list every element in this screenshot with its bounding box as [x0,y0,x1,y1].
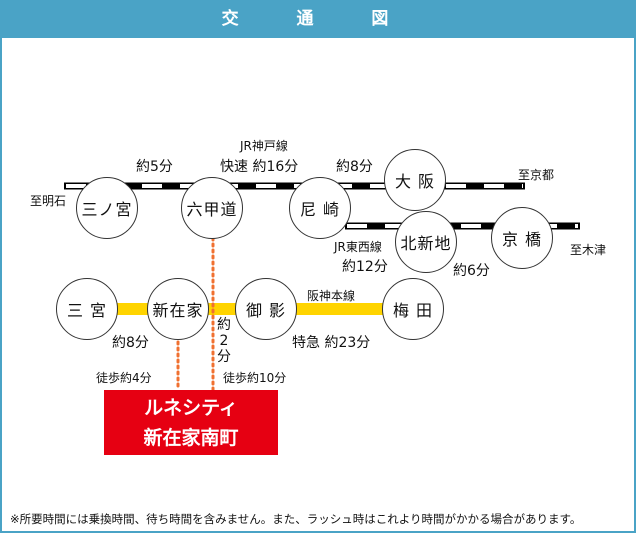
map-title: 交 通 図 [2,0,634,38]
time-label-part: 2 [219,333,229,349]
walk-time-rokkomichi: 徒歩約10分 [223,371,287,385]
direction-kizu: 至木津 [570,243,607,257]
time-label-vertical: 約 2 分 [217,317,231,365]
direction-akashi: 至明石 [30,194,67,208]
jr-tozai-line-label: JR東西線 [334,240,382,254]
station-umeda: 梅 田 [382,278,444,340]
time-label-part: 約 [217,317,231,333]
station-sannomiya-jr: 三ノ宮 [76,177,138,239]
destination-area: 新在家南町 [143,427,239,449]
time-label: 約8分 [112,335,149,351]
walk-time-shinzaike: 徒歩約4分 [96,371,152,385]
station-shinzaike: 新在家 [147,278,209,340]
time-label: 約5分 [136,159,173,175]
destination-box: ルネシティ 新在家南町 [104,390,278,455]
time-label: 約12分 [342,259,388,275]
station-osaka: 大 阪 [384,149,446,211]
station-kitashinchi: 北新地 [395,211,457,273]
hanshin-line-label: 阪神本線 [307,289,356,303]
time-label: 約8分 [336,159,373,175]
station-mikage: 御 影 [235,278,297,340]
footnote: ※所要時間には乗換時間、待ち時間を含みません。また、ラッシュ時はこれより時間がか… [10,512,582,526]
station-rokkomichi: 六甲道 [181,177,243,239]
destination-name: ルネシティ [144,397,238,419]
direction-kyoto: 至京都 [518,168,555,182]
station-kyobashi: 京 橋 [491,207,553,269]
station-amagasaki: 尼 崎 [289,177,351,239]
time-label: 特急 約23分 [292,335,371,351]
time-label: 快速 約16分 [220,159,299,175]
jr-kobe-line-label: JR神戸線 [240,139,288,153]
station-sannomiya: 三 宮 [56,278,118,340]
time-label-part: 分 [217,349,231,365]
time-label: 約6分 [453,263,490,279]
